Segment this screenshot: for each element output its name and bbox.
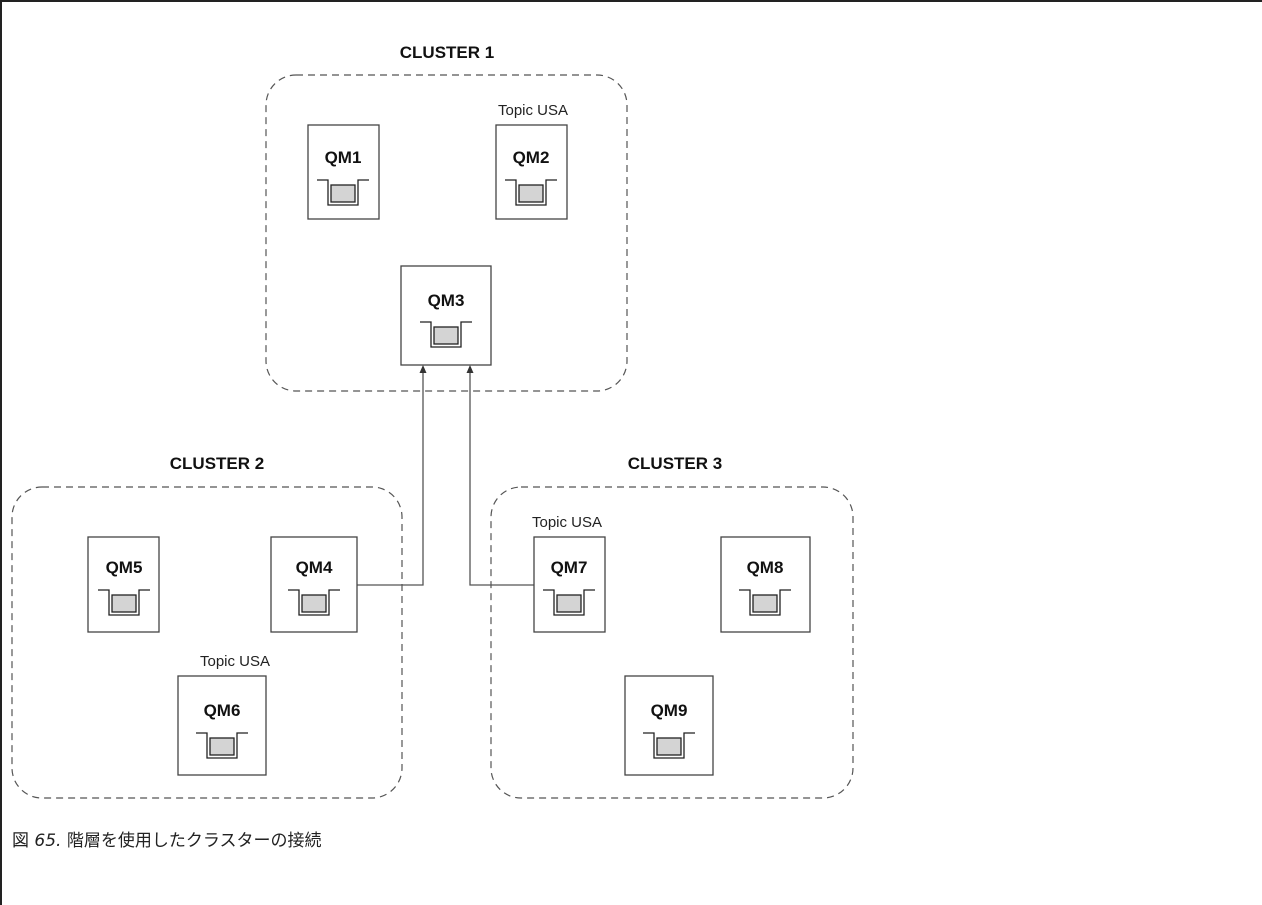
queue-manager-qm1: QM1	[307, 124, 380, 220]
connection-qm4-qm3	[357, 365, 427, 586]
svg-text:QM3: QM3	[428, 291, 465, 310]
svg-text:QM4: QM4	[296, 558, 333, 577]
svg-text:QM9: QM9	[651, 701, 688, 720]
svg-text:QM5: QM5	[106, 558, 143, 577]
queue-manager-qm7: QM7	[533, 536, 606, 633]
svg-text:QM6: QM6	[204, 701, 241, 720]
queue-manager-qm9: QM9	[624, 675, 714, 776]
cluster-1-boundary	[265, 74, 628, 392]
arrow-head-icon	[466, 365, 474, 373]
topic-label-qm6: Topic USA	[200, 653, 270, 670]
svg-text:QM2: QM2	[513, 148, 550, 167]
topic-label-qm2: Topic USA	[498, 102, 568, 119]
figure-caption: 図 65. 階層を使用したクラスターの接続	[12, 826, 322, 851]
svg-text:QM7: QM7	[551, 558, 588, 577]
cluster-2-boundary	[11, 486, 403, 799]
queue-manager-qm8: QM8	[720, 536, 811, 633]
svg-text:QM1: QM1	[325, 148, 362, 167]
caption-figure-number: 65.	[34, 831, 62, 851]
cluster-2-title: CLUSTER 2	[170, 454, 264, 473]
svg-text:QM8: QM8	[747, 558, 784, 577]
topic-label-qm7: Topic USA	[532, 514, 602, 531]
connection-qm7-qm3	[466, 365, 534, 586]
cluster-3-boundary	[490, 486, 854, 799]
cluster-1-title: CLUSTER 1	[400, 43, 494, 62]
cluster-hierarchy-diagram: CLUSTER 1 CLUSTER 2 CLUSTER 3 Topic USA …	[11, 43, 854, 799]
caption-text: 階層を使用したクラスターの接続	[61, 831, 322, 851]
queue-manager-qm4: QM4	[270, 536, 358, 633]
caption-prefix: 図	[12, 831, 35, 851]
queue-manager-qm3: QM3	[400, 265, 492, 366]
queue-manager-qm6: QM6	[177, 675, 267, 776]
cluster-3-title: CLUSTER 3	[628, 454, 722, 473]
arrow-head-icon	[419, 365, 427, 373]
queue-manager-qm5: QM5	[87, 536, 160, 633]
queue-manager-qm2: QM2	[495, 124, 568, 220]
